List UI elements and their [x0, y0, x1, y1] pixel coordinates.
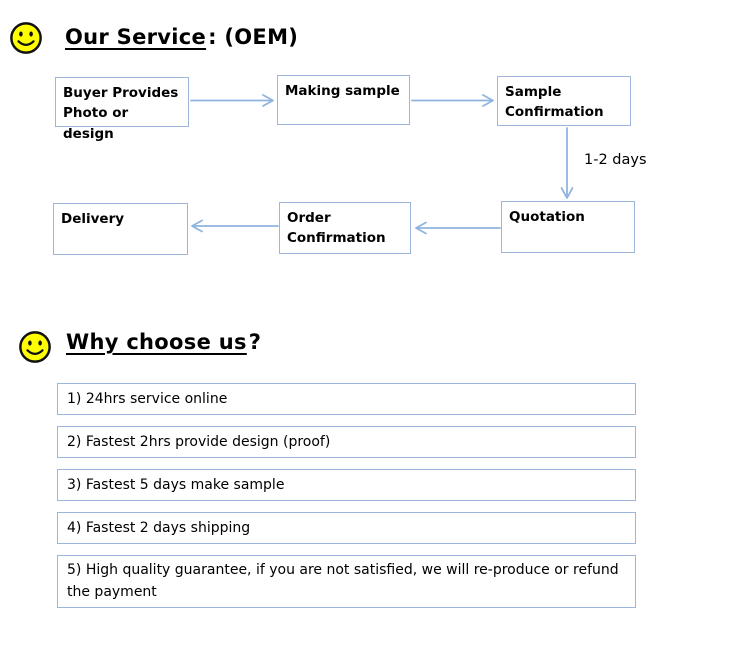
flow-box-making-sample: Making sample — [277, 75, 410, 125]
flow-box-quotation: Quotation — [501, 201, 635, 253]
why-heading-suffix: ? — [248, 330, 262, 354]
flow-box-buyer-provides: Buyer Provides Photo or design — [55, 77, 189, 142]
why-item-5: 5) High quality guarantee, if you are no… — [57, 555, 636, 608]
why-item-3: 3) Fastest 5 days make sample — [57, 469, 636, 501]
flow-edge-label-days: 1-2 days — [584, 152, 647, 168]
service-heading-text: Our Service — [65, 25, 207, 49]
why-item-2: 2) Fastest 2hrs provide design (proof) — [57, 426, 636, 458]
service-heading-suffix: : (OEM) — [208, 25, 299, 49]
smiley-icon — [18, 330, 52, 364]
why-heading-text: Why choose us — [66, 330, 247, 354]
smiley-icon — [9, 21, 43, 55]
why-item-4: 4) Fastest 2 days shipping — [57, 512, 636, 544]
why-item-1: 1) 24hrs service online — [57, 383, 636, 415]
flow-box-order-confirmation: Order Confirmation — [279, 202, 411, 254]
flow-box-sample-confirmation: Sample Confirmation — [497, 76, 631, 126]
service-heading: Our Service: (OEM) — [65, 25, 298, 49]
why-heading: Why choose us? — [66, 330, 261, 354]
flow-box-delivery: Delivery — [53, 203, 188, 255]
